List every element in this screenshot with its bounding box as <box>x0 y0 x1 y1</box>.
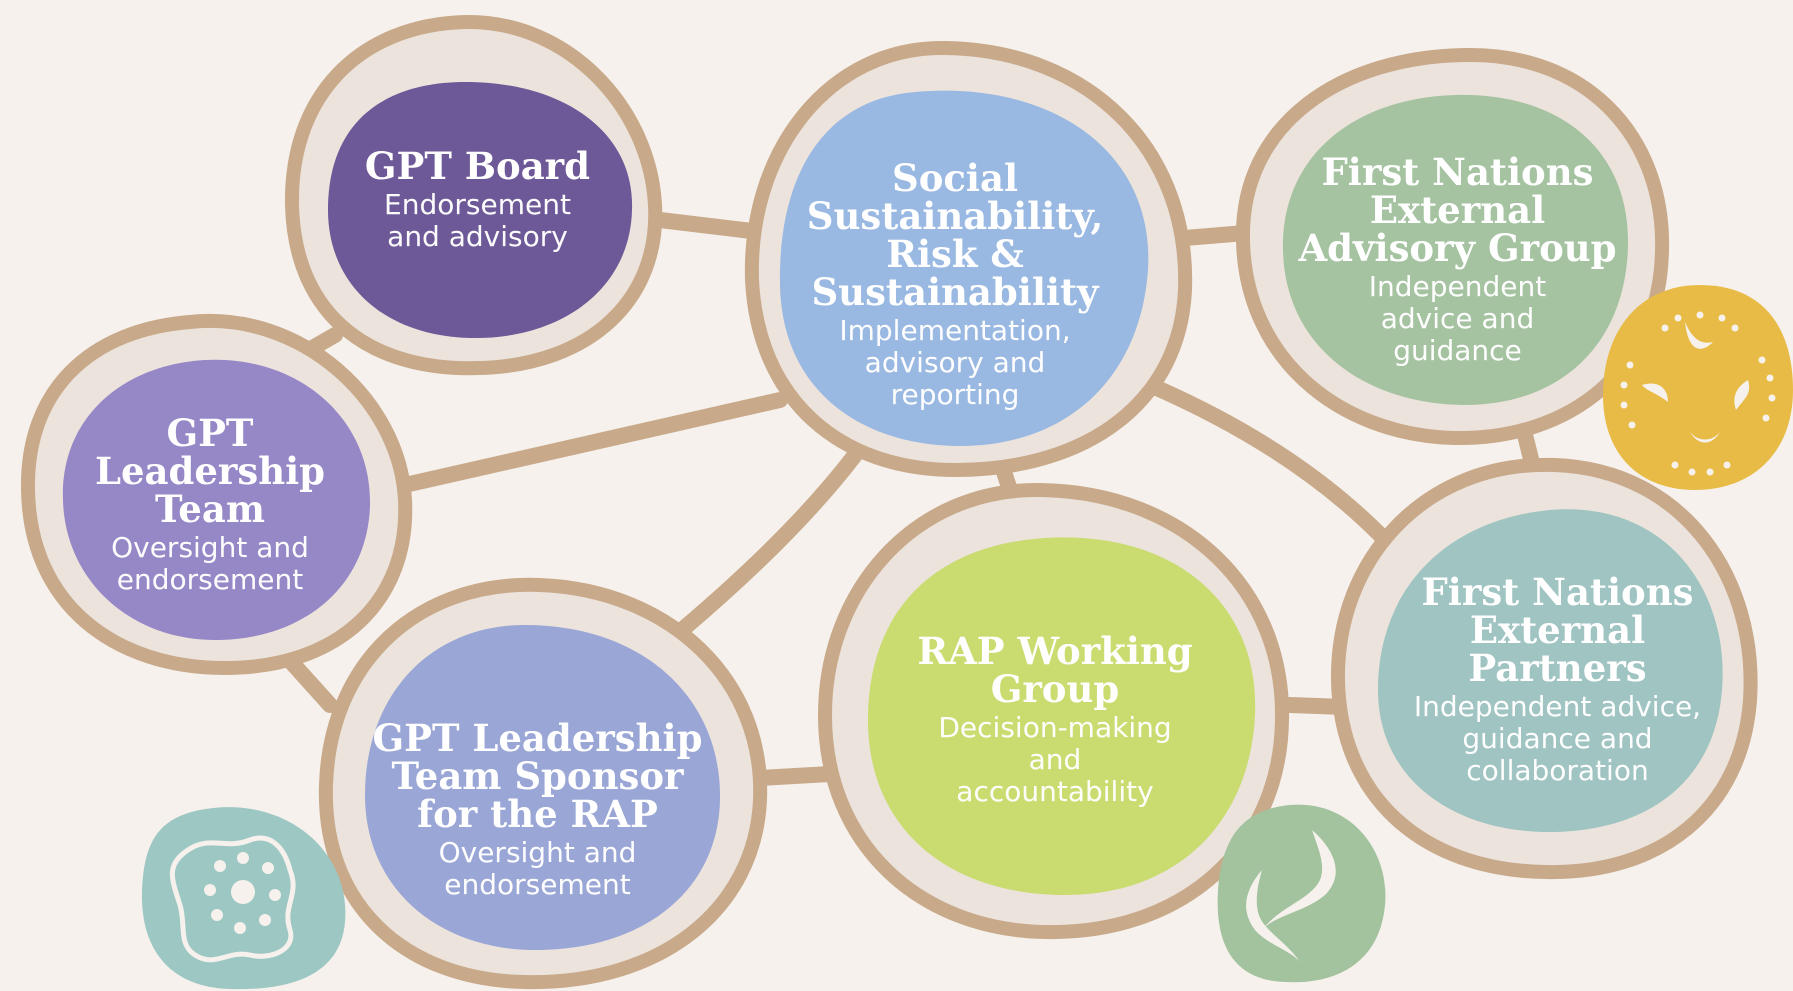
node-social-sustainability <box>744 40 1193 478</box>
connector-social-advisory <box>1177 225 1253 246</box>
node-title: GPT Leadership Team Sponsor for the RAP <box>372 716 703 836</box>
node-title: GPT Board <box>364 144 591 188</box>
node-title: Social Sustainability, Risk & Sustainabi… <box>806 156 1104 314</box>
node-leadership-sponsor <box>318 577 768 990</box>
node-blob <box>365 625 721 950</box>
node-title: First Nations External Advisory Group <box>1298 150 1617 270</box>
node-text-social-sustainability: Social Sustainability, Risk & Sustainabi… <box>800 140 1110 430</box>
node-first-nations-partners <box>1330 457 1758 880</box>
node-text-first-nations-advisory: First Nations External Advisory Group In… <box>1295 140 1620 380</box>
connectors <box>277 212 1543 786</box>
node-text-gpt-board: GPT Board Endorsement and advisory <box>335 120 620 280</box>
node-gpt-board <box>284 14 663 376</box>
node-blob <box>779 90 1149 447</box>
node-title: First Nations External Partners <box>1421 570 1694 690</box>
node-rap-working-group <box>817 482 1290 940</box>
meeting-place-motif-icon <box>1603 285 1793 490</box>
node-description: Independent advice, guidance and collabo… <box>1413 690 1702 787</box>
node-blob <box>328 81 633 339</box>
node-blob <box>868 537 1256 895</box>
node-text-rap-working-group: RAP Working Group Decision-making and ac… <box>890 610 1220 830</box>
boomerang-motif-icon <box>1217 804 1386 983</box>
connector-board-social <box>652 212 768 240</box>
node-description: Implementation, advisory and reporting <box>839 314 1071 411</box>
node-description: Oversight and endorsement <box>111 531 309 596</box>
node-blob <box>62 359 371 640</box>
node-text-first-nations-partners: First Nations External Partners Independ… <box>1385 573 1730 787</box>
node-text-leadership-sponsor: GPT Leadership Team Sponsor for the RAP … <box>365 690 710 930</box>
node-title: RAP Working Group <box>917 629 1193 711</box>
node-gpt-leadership-team <box>20 313 413 676</box>
node-description: Endorsement and advisory <box>384 188 571 253</box>
node-blob <box>1378 509 1723 833</box>
node-first-nations-advisory <box>1235 47 1670 446</box>
connector-social-sponsor <box>662 447 863 648</box>
node-description: Independent advice and guidance <box>1368 270 1547 367</box>
connector-social-partners <box>1142 377 1398 553</box>
node-description: Decision-making and accountability <box>938 711 1172 808</box>
node-text-gpt-leadership-team: GPT Leadership Team Oversight and endors… <box>70 390 350 620</box>
node-description: Oversight and endorsement <box>438 836 637 901</box>
node-blob <box>1282 94 1629 406</box>
connector-sponsor-rap <box>752 766 838 786</box>
node-title: GPT Leadership Team <box>94 411 326 531</box>
connector-leadership-social <box>397 392 788 493</box>
dot-flower-motif-icon <box>141 807 346 990</box>
